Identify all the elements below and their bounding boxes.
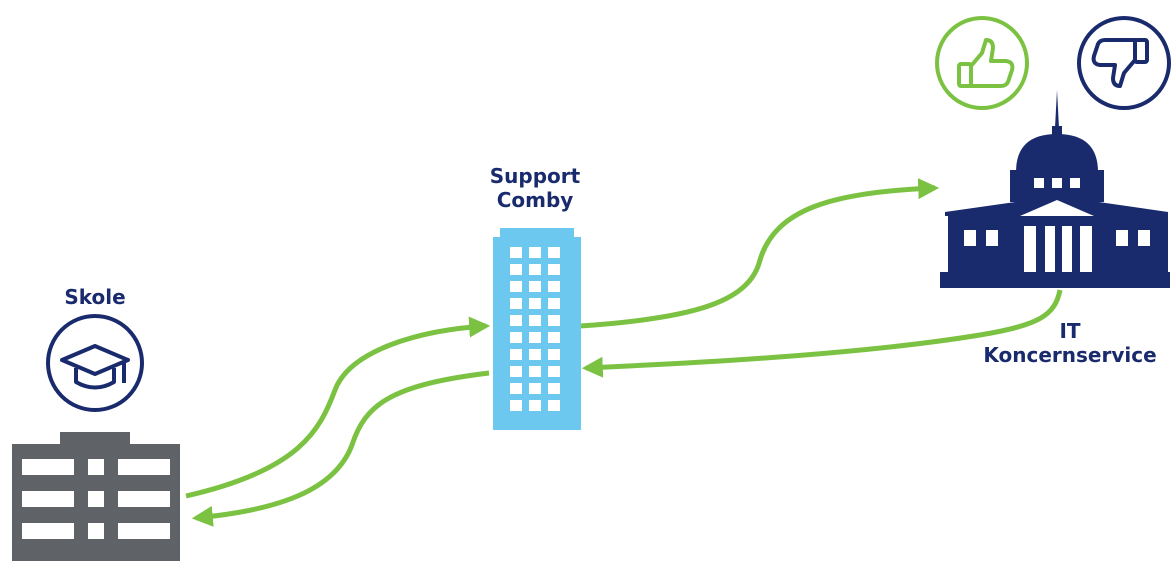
flow-arrow-it-to-support [581, 289, 1063, 378]
skyscraper-window [548, 366, 560, 377]
skyscraper-window [529, 349, 541, 360]
support-label-line2: Comby [496, 188, 574, 212]
office-building-icon [12, 432, 180, 561]
thumbs-down-icon[interactable] [1077, 16, 1171, 110]
school-label: Skole [45, 285, 145, 309]
skyscraper-window [548, 281, 560, 292]
skyscraper-window [510, 332, 522, 343]
skyscraper-window [529, 298, 541, 309]
skyscraper-window [529, 264, 541, 275]
skyscraper-window [548, 349, 560, 360]
flow-arrow-support-to-school [191, 370, 490, 527]
support-label-line1: Support [489, 164, 581, 188]
government-building-icon [940, 90, 1170, 288]
skyscraper-window [510, 349, 522, 360]
skyscraper-window [510, 298, 522, 309]
skyscraper-window [548, 315, 560, 326]
skyscraper-window [510, 400, 522, 411]
skyscraper-window [510, 281, 522, 292]
skyscraper-window [548, 332, 560, 343]
skyscraper-window [529, 332, 541, 343]
school-label-text: Skole [64, 285, 126, 309]
thumbs-up-icon[interactable] [935, 16, 1029, 110]
skyscraper-window [510, 247, 522, 258]
it-label: IT Koncernservice [970, 319, 1170, 367]
skyscraper-window [548, 400, 560, 411]
skyscraper-icon [493, 228, 581, 430]
graduation-cap-icon [46, 314, 144, 412]
skyscraper-window [510, 264, 522, 275]
skyscraper-window [548, 264, 560, 275]
skyscraper-window [510, 383, 522, 394]
skyscraper-window [529, 383, 541, 394]
support-label: Support Comby [470, 164, 600, 212]
skyscraper-window [548, 298, 560, 309]
skyscraper-window [510, 366, 522, 377]
skyscraper-window [548, 247, 560, 258]
skyscraper-window [529, 400, 541, 411]
skyscraper-window [510, 315, 522, 326]
it-label-line1: IT [1059, 319, 1081, 343]
it-label-line2: Koncernservice [983, 343, 1157, 367]
skyscraper-window [529, 366, 541, 377]
skyscraper-window [548, 383, 560, 394]
skyscraper-window [529, 247, 541, 258]
flow-arrow-school-to-support [185, 316, 491, 499]
skyscraper-window [529, 315, 541, 326]
skyscraper-window [529, 281, 541, 292]
flow-arrow-support-to-it [579, 178, 940, 329]
